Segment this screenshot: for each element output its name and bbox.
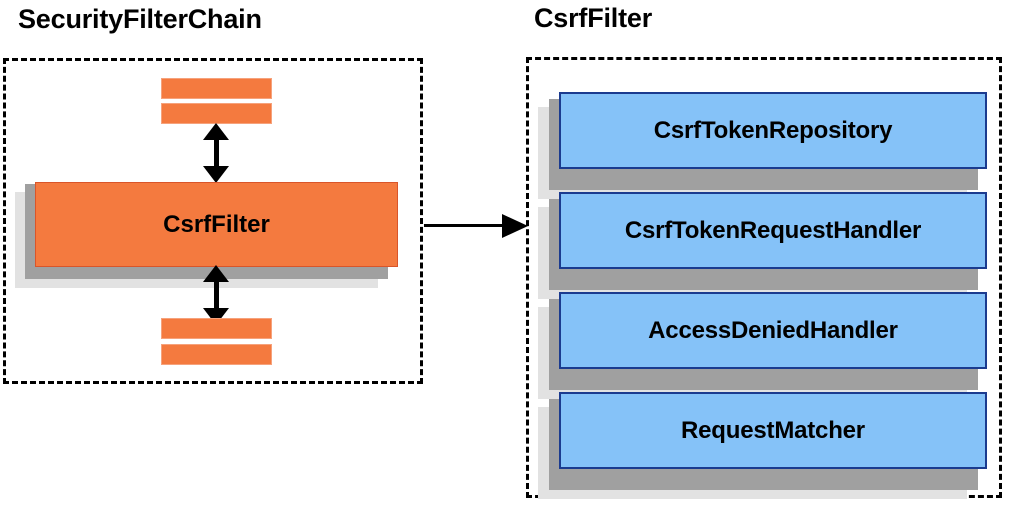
panel-title-csrf-filter: CsrfFilter bbox=[534, 3, 653, 33]
arrow-shaft bbox=[214, 137, 219, 169]
csrffilter-box[interactable]: CsrfFilter bbox=[35, 182, 398, 267]
filter-bar-bottom-1 bbox=[161, 318, 272, 339]
arrow-head-up-icon bbox=[203, 265, 229, 282]
arrow-shaft bbox=[424, 224, 504, 227]
collaborator-label: CsrfTokenRequestHandler bbox=[624, 216, 922, 244]
connector-arrow-upper bbox=[203, 123, 229, 183]
arrow-head-down-icon bbox=[203, 166, 229, 183]
connector-arrow-lower bbox=[203, 265, 229, 325]
collaborator-box-request-matcher[interactable]: RequestMatcher bbox=[559, 392, 987, 469]
panel-security-filter-chain bbox=[3, 58, 423, 384]
arrow-shaft bbox=[214, 279, 219, 311]
collaborator-label: RequestMatcher bbox=[681, 416, 865, 444]
collaborator-box-csrf-token-repository[interactable]: CsrfTokenRepository bbox=[559, 92, 987, 169]
connector-arrow-to-detail bbox=[424, 214, 528, 238]
filter-bar-bottom-2 bbox=[161, 344, 272, 365]
arrow-head-up-icon bbox=[203, 123, 229, 140]
collaborator-box-csrf-token-request-handler[interactable]: CsrfTokenRequestHandler bbox=[559, 192, 987, 269]
arrow-head-right-icon bbox=[502, 214, 528, 238]
csrffilter-box-label: CsrfFilter bbox=[163, 210, 270, 238]
collaborator-label: AccessDeniedHandler bbox=[648, 316, 898, 344]
panel-title-security-filter-chain: SecurityFilterChain bbox=[18, 4, 262, 34]
filter-bar-top-2 bbox=[161, 103, 272, 124]
filter-bar-top-1 bbox=[161, 78, 272, 99]
collaborator-label: CsrfTokenRepository bbox=[653, 116, 893, 144]
collaborator-box-access-denied-handler[interactable]: AccessDeniedHandler bbox=[559, 292, 987, 369]
